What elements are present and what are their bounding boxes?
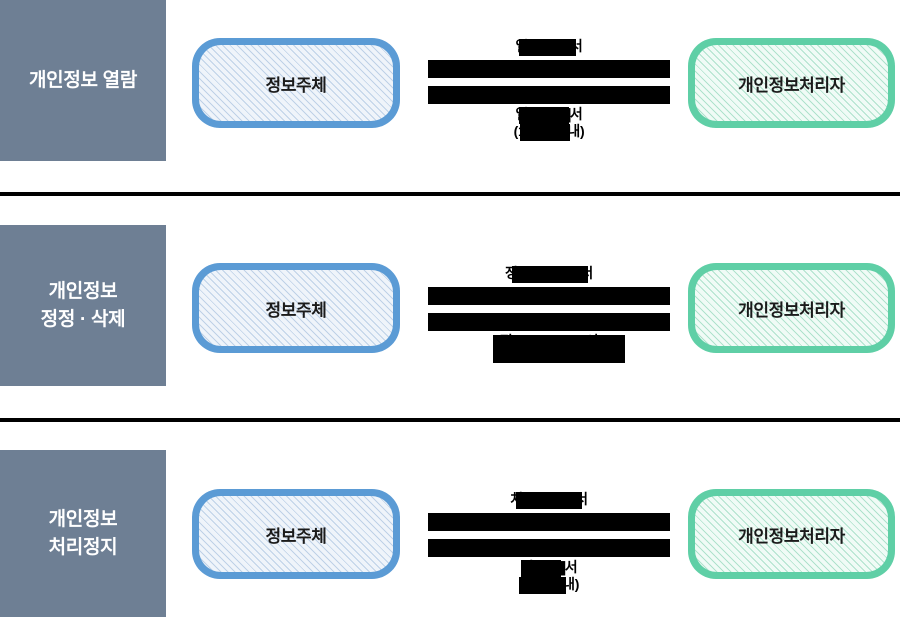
entity-data-subject-row-1: 정보주체 xyxy=(192,38,400,128)
row-divider-1 xyxy=(0,192,900,196)
flow-arrow-response-row-3 xyxy=(428,539,670,557)
category-label-row-3: 개인정보 처리정지 xyxy=(48,508,118,558)
redaction-bar-response-row-3 xyxy=(521,560,561,577)
flow-arrow-response-row-2 xyxy=(428,313,670,331)
flow-arrow-request-row-3 xyxy=(428,513,670,531)
category-label-row-1: 개인정보 열람 xyxy=(28,69,138,91)
hatched-fill-row-2-subject xyxy=(199,270,393,346)
hatched-fill-row-1-subject xyxy=(199,45,393,121)
redaction-bar-response-period-row-3 xyxy=(519,577,566,594)
category-label-row-2: 개인정보 정정 · 삭제 xyxy=(40,280,126,330)
flow-arrow-request-row-2 xyxy=(428,287,670,305)
entity-label-data-subject-row-2: 정보주체 xyxy=(265,300,327,320)
hatched-fill-row-3-controller xyxy=(695,496,888,572)
category-block-row-2: 개인정보 정정 · 삭제 xyxy=(0,225,166,386)
entity-label-data-subject-row-3: 정보주체 xyxy=(265,526,327,546)
entity-label-controller-row-3: 개인정보처리자 xyxy=(738,526,845,546)
row-divider-2 xyxy=(0,418,900,422)
redaction-bar-request-row-1 xyxy=(519,39,576,56)
category-block-row-1: 개인정보 열람 xyxy=(0,0,166,161)
redaction-bar-response-row-1 xyxy=(519,107,569,124)
entity-controller-row-1: 개인정보처리자 xyxy=(688,38,895,128)
redaction-bar-request-row-3 xyxy=(516,492,582,509)
category-block-row-3: 개인정보 처리정지 xyxy=(0,450,166,617)
flow-group-row-2: 정▇▇▇▇▇▇서 정▇▇▇▇▇▇▇서 xyxy=(428,263,670,367)
hatched-fill-row-1-controller xyxy=(695,45,888,121)
entity-label-data-subject-row-1: 정보주체 xyxy=(265,75,327,95)
hatched-fill-row-3-subject xyxy=(199,496,393,572)
entity-controller-row-3: 개인정보처리자 xyxy=(688,489,895,579)
entity-data-subject-row-2: 정보주체 xyxy=(192,263,400,353)
flow-group-row-3: 처▇▇▇▇▇서 결▇▇▇서 (1▇▇▇내) xyxy=(428,489,670,594)
flow-arrow-request-row-1 xyxy=(428,60,670,78)
redaction-bar-response-period-row-1 xyxy=(520,124,570,141)
entity-label-controller-row-2: 개인정보처리자 xyxy=(738,300,845,320)
entity-controller-row-2: 개인정보처리자 xyxy=(688,263,895,353)
redaction-bar-response-row-2 xyxy=(493,335,625,363)
flow-group-row-1: 열▇▇▇▇서 열▇▇▇▇서 (1▇▇▇▇내) xyxy=(428,38,670,142)
hatched-fill-row-2-controller xyxy=(695,270,888,346)
redaction-bar-request-row-2 xyxy=(512,266,588,283)
entity-data-subject-row-3: 정보주체 xyxy=(192,489,400,579)
flow-arrow-response-row-1 xyxy=(428,86,670,104)
entity-label-controller-row-1: 개인정보처리자 xyxy=(738,75,845,95)
